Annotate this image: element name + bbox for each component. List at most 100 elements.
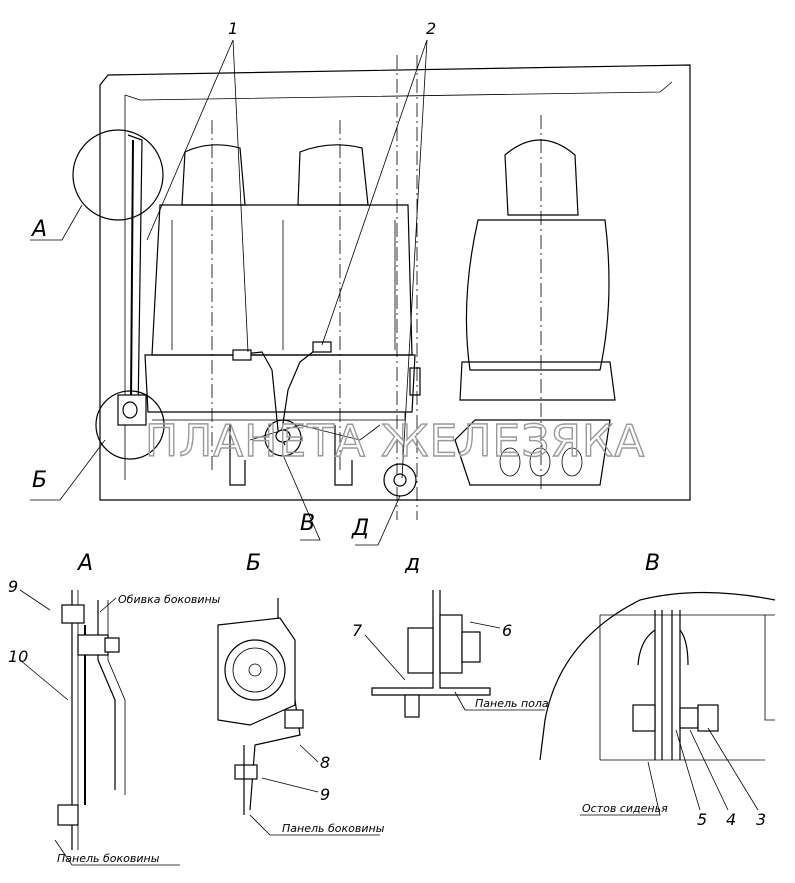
leader-d <box>355 495 401 546</box>
callout-1: 1 <box>228 19 238 38</box>
belt-loop <box>637 629 689 666</box>
driver-cushion <box>459 361 616 401</box>
watermark: ПЛАНЕТА ЖЕЛЕЗЯКА <box>145 416 645 467</box>
detail-v: В 5 4 3 Остов сиденья <box>539 551 776 829</box>
anchor-plate <box>407 627 434 674</box>
detail-circle-arc <box>544 591 776 721</box>
nut <box>284 709 304 729</box>
bench-leg <box>334 425 353 486</box>
base-slot <box>529 447 551 477</box>
wall-belt-rail <box>130 139 134 401</box>
callout-6: 6 <box>502 621 512 640</box>
note-seat-frame: Остов сиденья <box>582 802 668 815</box>
leader-frame <box>580 761 661 816</box>
base-slot <box>499 447 521 477</box>
callout-7: 7 <box>352 621 363 640</box>
bolt-head <box>632 704 656 732</box>
view-label-a: А <box>30 217 47 242</box>
trim-line <box>97 600 116 790</box>
cabin-roof-line <box>124 81 673 101</box>
leader-4 <box>689 729 729 811</box>
callout-3: 3 <box>756 810 766 829</box>
leader-2 <box>401 39 428 479</box>
detail-circle-a <box>72 129 164 221</box>
note-side-panel-a: Панель боковины <box>57 852 160 865</box>
retractor-spool <box>122 401 138 419</box>
base-slot <box>561 447 583 477</box>
bench-cushion <box>144 354 416 413</box>
floor-line <box>764 615 775 721</box>
leader-6 <box>469 621 501 629</box>
driver-headrest <box>504 139 579 216</box>
view-label-v: В <box>300 511 315 536</box>
bracket-plate <box>671 610 681 760</box>
detail-title-d: д <box>404 551 420 576</box>
headrest-left <box>181 144 246 206</box>
trim-line-2 <box>107 600 126 795</box>
driver-base <box>454 419 611 486</box>
leader-5 <box>675 729 701 811</box>
leader-1 <box>146 39 234 241</box>
buckle-2 <box>312 341 332 353</box>
detail-circle-b <box>95 390 165 460</box>
callout-4: 4 <box>726 810 736 829</box>
leader-2 <box>321 39 428 346</box>
detail-title-a: А <box>76 551 93 576</box>
detail-title-v: В <box>645 551 660 576</box>
bolt-head <box>61 604 85 624</box>
wall-belt <box>127 134 143 416</box>
callout-10: 10 <box>8 647 28 666</box>
bench-backrest <box>151 204 413 356</box>
bolt-head <box>234 764 258 780</box>
detail-b: Б 8 9 Панель боковины <box>217 551 385 836</box>
detail-d: д 7 6 Панель пола <box>352 551 549 718</box>
driver-backrest <box>465 219 610 371</box>
nut <box>461 631 481 663</box>
callout-8: 8 <box>320 753 330 772</box>
callout-5: 5 <box>697 810 707 829</box>
retractor-spool <box>224 639 286 701</box>
callout-9a: 9 <box>8 577 18 596</box>
bolt-end <box>404 694 420 718</box>
anchor-bolt-body <box>439 614 463 674</box>
callout-9b: 9 <box>320 785 330 804</box>
leader-floor <box>454 691 545 711</box>
leader-9b <box>261 777 319 793</box>
detail-circle-arc <box>539 719 546 761</box>
leader-9 <box>19 589 51 611</box>
detail-title-b: Б <box>246 551 261 576</box>
bracket <box>77 634 109 656</box>
washer <box>679 707 699 729</box>
bolt-head <box>57 804 79 826</box>
leader-7 <box>364 634 406 681</box>
leader-8 <box>299 744 319 763</box>
cabin-outline <box>99 64 691 501</box>
anchor-d <box>393 473 407 487</box>
note-side-panel-b: Панель боковины <box>282 822 385 835</box>
nut <box>104 637 120 653</box>
retractor-spool-inner <box>232 647 278 693</box>
callout-2: 2 <box>426 19 436 38</box>
side-lock <box>409 367 421 396</box>
bench-frame <box>249 424 381 441</box>
leader-b <box>30 439 106 501</box>
leader-v <box>282 454 321 541</box>
anchor-v <box>275 429 291 443</box>
leader-panel-b <box>249 814 380 836</box>
retractor-housing <box>217 617 296 726</box>
retractor-hub <box>248 663 262 677</box>
floor-bracket <box>371 590 491 696</box>
leader-1 <box>232 39 249 353</box>
view-label-d: Д <box>351 516 369 541</box>
leader-panel <box>54 839 180 866</box>
nut <box>697 704 719 732</box>
main-view: 1 2 А Б В Д <box>30 19 691 546</box>
bench-leg <box>229 425 246 486</box>
buckle-1 <box>232 349 252 361</box>
leader-3 <box>707 727 759 811</box>
detail-a: А 9 10 Обивка боковины Панель боковины <box>8 551 221 866</box>
leader-trim <box>99 597 117 613</box>
leader-a <box>30 204 83 241</box>
retractor <box>117 394 147 426</box>
